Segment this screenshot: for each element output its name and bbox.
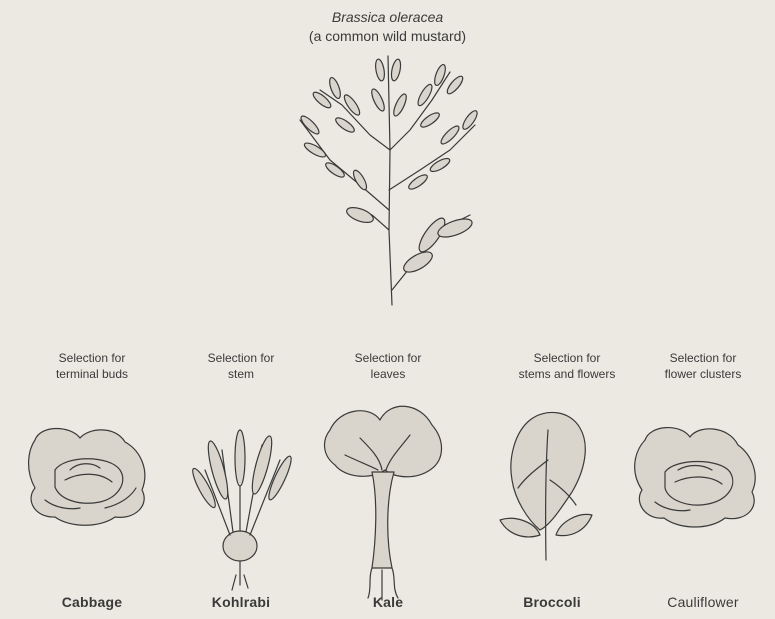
selection-line2: stem (171, 366, 311, 382)
selection-label-cabbage: Selection for terminal buds (22, 350, 162, 382)
broccoli-icon (500, 412, 592, 560)
selection-line1: Selection for (633, 350, 773, 366)
vegetable-name-kale: Kale (318, 594, 458, 610)
kohlrabi-icon (189, 430, 294, 590)
selection-line2: leaves (318, 366, 458, 382)
selection-line1: Selection for (497, 350, 637, 366)
vegetable-name-cauliflower: Cauliflower (633, 594, 773, 610)
selection-label-kale: Selection for leaves (318, 350, 458, 382)
selection-label-broccoli: Selection for stems and flowers (497, 350, 637, 382)
vegetable-name-kohlrabi: Kohlrabi (171, 594, 311, 610)
selection-line1: Selection for (171, 350, 311, 366)
kale-icon (325, 406, 442, 600)
vegetable-name-cabbage: Cabbage (22, 594, 162, 610)
selection-label-cauliflower: Selection for flower clusters (633, 350, 773, 382)
cabbage-icon (29, 428, 145, 525)
selection-line1: Selection for (22, 350, 162, 366)
vegetable-name-broccoli: Broccoli (482, 594, 622, 610)
wild-mustard-plant-icon (299, 56, 480, 305)
selection-label-kohlrabi: Selection for stem (171, 350, 311, 382)
selection-line2: flower clusters (633, 366, 773, 382)
cauliflower-icon (635, 428, 755, 527)
selection-line2: terminal buds (22, 366, 162, 382)
selection-line1: Selection for (318, 350, 458, 366)
selection-line2: stems and flowers (497, 366, 637, 382)
